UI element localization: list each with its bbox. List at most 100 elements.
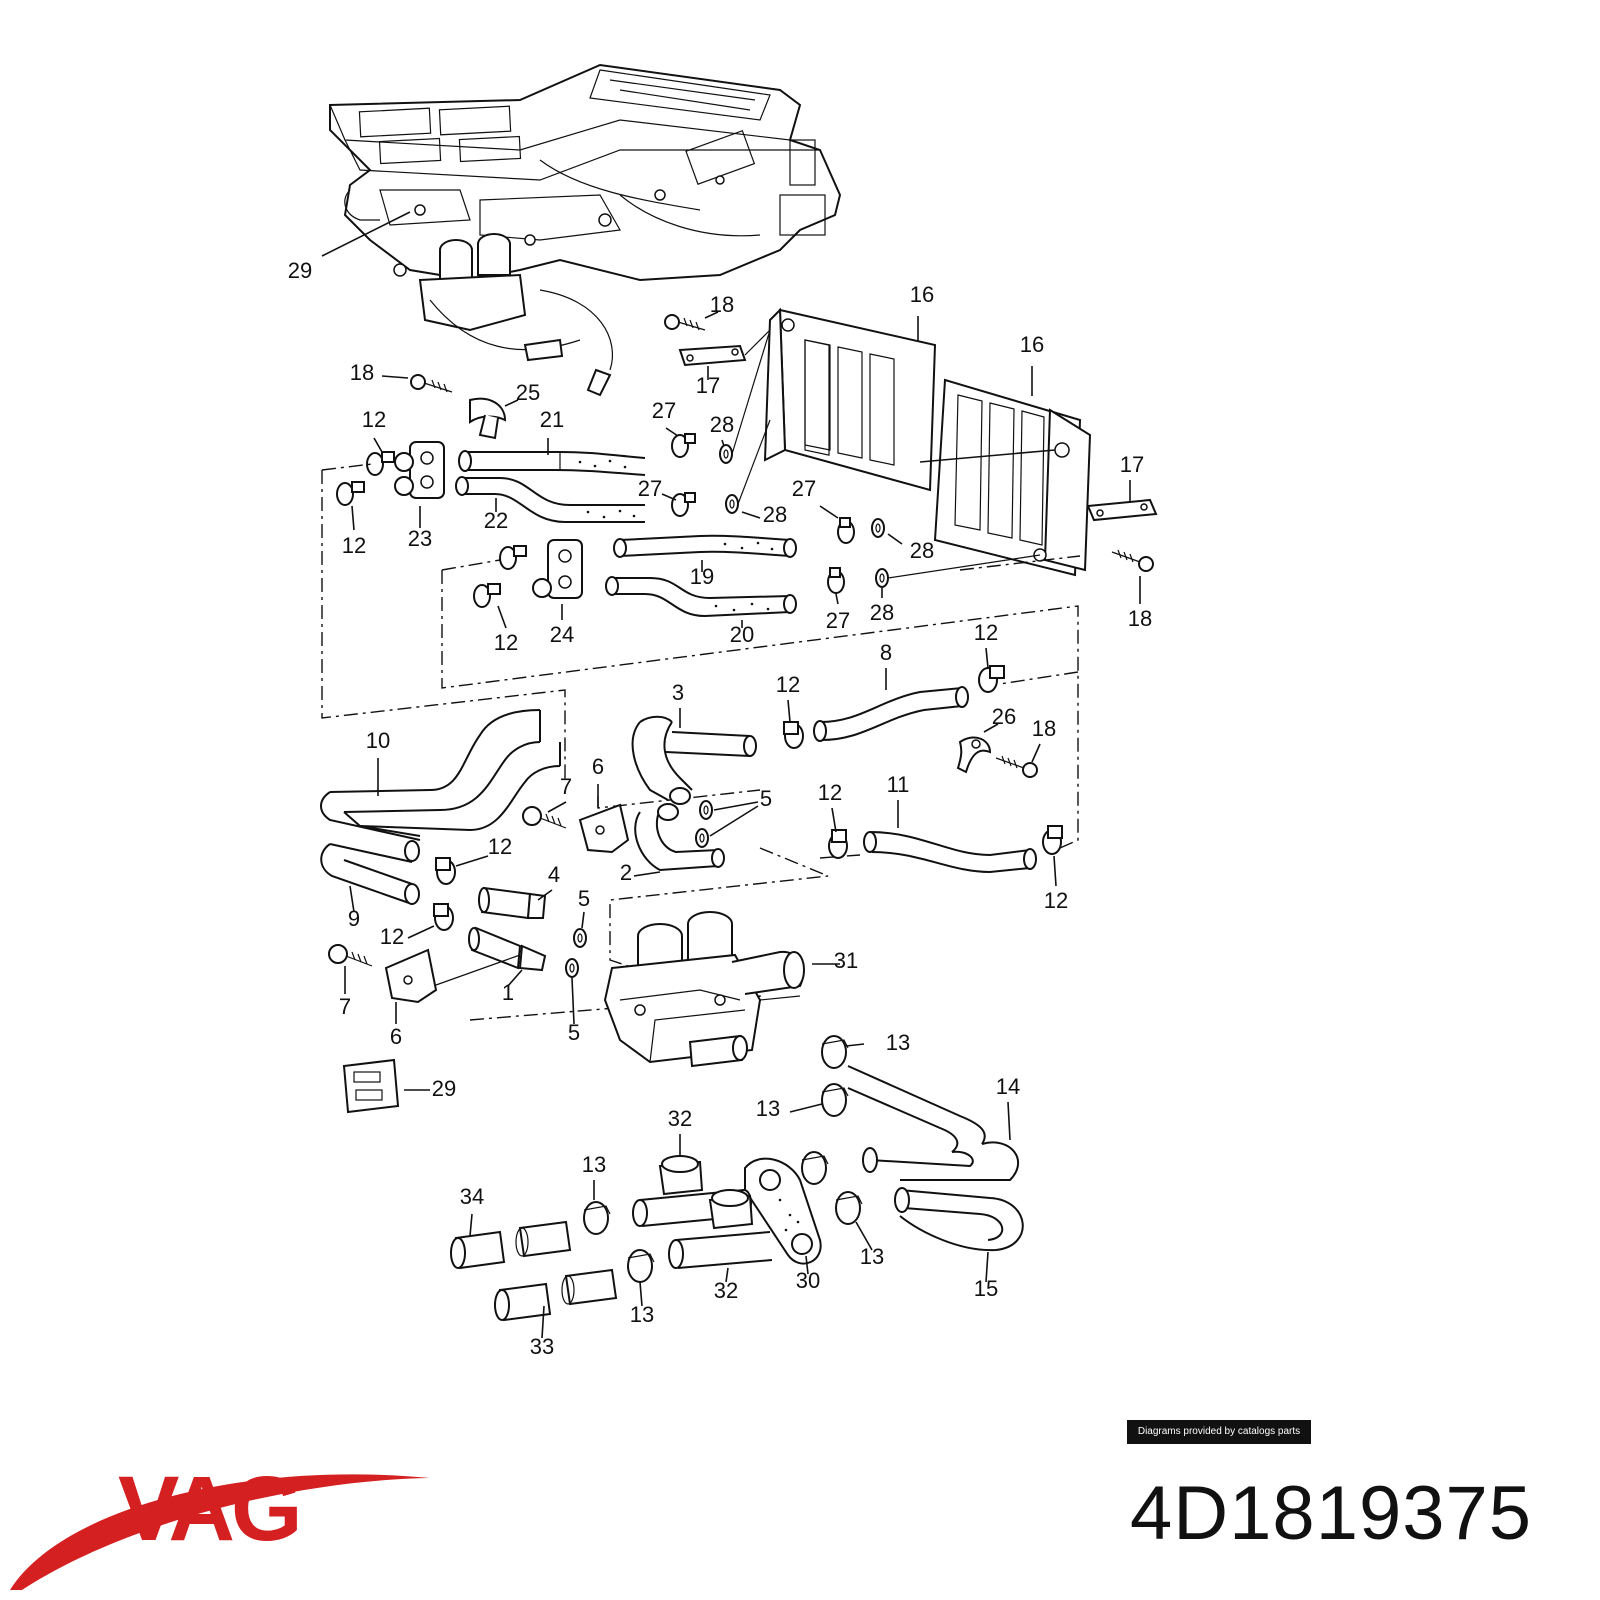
credit-banner: Diagrams provided by catalogs parts [1127, 1420, 1311, 1444]
seal-5a-bottom [695, 828, 709, 848]
callout-32: 32 [668, 1106, 692, 1131]
leader-15 [985, 1251, 989, 1283]
callout-5: 5 [760, 786, 772, 811]
callout-12: 12 [380, 924, 404, 949]
clamp-12e [783, 721, 804, 749]
leader-12i [831, 807, 837, 833]
tee-32b [668, 1189, 773, 1269]
callout-28: 28 [763, 502, 787, 527]
relay-box-29 [342, 1058, 400, 1114]
callout-7: 7 [339, 994, 351, 1019]
bolt-18a [664, 314, 706, 331]
callout-4: 4 [548, 862, 560, 887]
hose-10 [320, 709, 561, 841]
leader-12g [455, 855, 489, 867]
leader-exchanger [919, 449, 1056, 463]
hose-21 [458, 450, 646, 476]
clamp-13a [821, 1035, 849, 1069]
mount-24 [532, 539, 583, 599]
clip-26 [956, 736, 992, 774]
pipe-2 [634, 803, 725, 872]
bracket-6b [384, 948, 438, 1004]
callout-30: 30 [796, 1268, 820, 1293]
callout-10: 10 [366, 728, 390, 753]
callout-12: 12 [362, 407, 386, 432]
leader-9 [349, 885, 355, 913]
leader-25 [504, 399, 519, 407]
bracket-17a [678, 344, 747, 367]
clamp-12a [366, 451, 395, 476]
heat-exchanger-right [933, 378, 1092, 577]
callout-27: 27 [638, 476, 662, 501]
leader-4 [537, 889, 553, 901]
leader-12f [985, 647, 989, 669]
leader-exch-link-b [737, 419, 771, 505]
callout-27: 27 [652, 398, 676, 423]
clamp-27d [827, 567, 845, 594]
leader-exch-link-c [887, 554, 1041, 579]
leader-30 [805, 1255, 809, 1275]
callout-20: 20 [730, 622, 754, 647]
leader-12j [1053, 855, 1057, 887]
callout-13: 13 [582, 1152, 606, 1177]
part-number: 4D1819375 [1130, 1471, 1533, 1556]
leader-13a [845, 1043, 865, 1047]
pipe-4 [478, 886, 547, 920]
leader-18a [704, 311, 719, 319]
callout-18: 18 [710, 292, 734, 317]
seal-28c [871, 518, 885, 538]
callout-16: 16 [910, 282, 934, 307]
clamp-12d [473, 583, 501, 608]
clamp-12f [978, 665, 1005, 693]
brand-logo: VAG [10, 1458, 430, 1590]
callout-31: 31 [834, 948, 858, 973]
callout-3: 3 [672, 680, 684, 705]
callout-13: 13 [756, 1096, 780, 1121]
leader-28b [741, 511, 761, 519]
clamp-27a [671, 433, 696, 458]
leader-6b-link [435, 954, 521, 986]
bolt-18b [410, 374, 453, 393]
callout-5: 5 [578, 886, 590, 911]
leader-29a [321, 211, 411, 257]
speckle-hose-19-20 [714, 541, 774, 612]
hose-33 [494, 1268, 618, 1322]
callout-11: 11 [887, 772, 910, 797]
callout-12: 12 [488, 834, 512, 859]
callout-12: 12 [818, 780, 842, 805]
seal-5a-top [699, 800, 713, 820]
hose-3 [631, 715, 757, 805]
clamp-12i [828, 829, 848, 859]
hose-22 [455, 476, 645, 523]
callout-12: 12 [776, 672, 800, 697]
seal-5b [573, 928, 587, 948]
callout-27: 27 [792, 476, 816, 501]
leader-5c [571, 977, 575, 1025]
brand-logo-text: VAG [118, 1458, 299, 1560]
leader-18d [1031, 743, 1041, 763]
leader-5a-2 [709, 805, 759, 837]
leader-26 [983, 723, 999, 733]
leader-34 [469, 1213, 473, 1237]
callout-12: 12 [1044, 888, 1068, 913]
callout-9: 9 [348, 906, 360, 931]
callout-21: 21 [540, 407, 564, 432]
callout-12: 12 [494, 630, 518, 655]
callout-29: 29 [288, 258, 312, 283]
heater-housing-assembly [329, 63, 842, 397]
clamp-13e [583, 1201, 611, 1235]
leader-17a-2 [744, 329, 771, 356]
clamp-13d [835, 1191, 863, 1225]
leader-12b [351, 505, 355, 531]
leader-27b [661, 493, 677, 501]
hose-19 [613, 534, 797, 558]
callout-15: 15 [974, 1276, 998, 1301]
pipe-1 [468, 926, 547, 972]
leader-2 [633, 871, 661, 877]
hose-15 [894, 1187, 1024, 1252]
callout-13: 13 [630, 1302, 654, 1327]
callout-19: 19 [690, 564, 714, 589]
leader-13e [639, 1281, 643, 1307]
callout-32: 32 [714, 1278, 738, 1303]
